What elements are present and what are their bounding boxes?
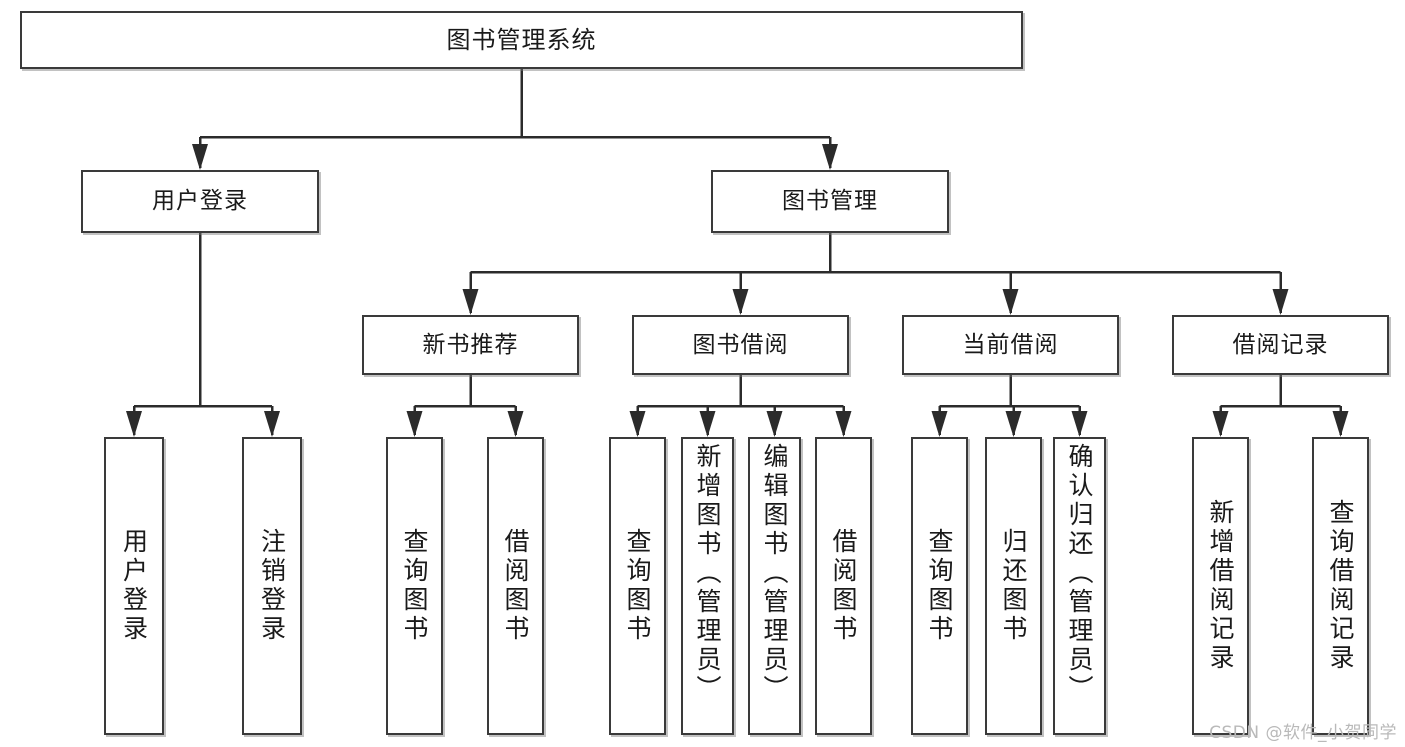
node-label: 注销登录 xyxy=(257,528,287,644)
node-label: 查询图书 xyxy=(400,528,429,644)
node-label: 查询借阅记录 xyxy=(1326,499,1355,673)
node-leaf-borrow-4: 借阅图书 xyxy=(815,437,872,735)
node-leaf-borrow-3: 编辑图书（管理员） xyxy=(748,437,801,735)
node-label: 图书管理系统 xyxy=(446,26,597,54)
node-leaf-login-1: 用户登录 xyxy=(104,437,164,735)
node-leaf-records-1: 新增借阅记录 xyxy=(1192,437,1249,735)
node-label: 归还图书 xyxy=(999,528,1028,644)
csdn-watermark: CSDN @软件_小贺同学 xyxy=(1209,723,1397,743)
node-leaf-newbook-1: 查询图书 xyxy=(386,437,443,735)
node-leaf-current-1: 查询图书 xyxy=(911,437,968,735)
node-label: 当前借阅 xyxy=(962,331,1059,358)
node-label: 查询图书 xyxy=(623,528,652,644)
node-label: 借阅图书 xyxy=(501,528,530,644)
node-label: 编辑图书（管理员） xyxy=(760,443,789,704)
node-login: 用户登录 xyxy=(81,170,319,233)
node-leaf-borrow-1: 查询图书 xyxy=(609,437,666,735)
node-borrow: 图书借阅 xyxy=(632,315,849,375)
node-leaf-current-2: 归还图书 xyxy=(985,437,1042,735)
node-label: 图书借阅 xyxy=(692,331,789,358)
node-label: 新增借阅记录 xyxy=(1206,499,1235,673)
node-label: 借阅记录 xyxy=(1232,331,1329,358)
node-label: 图书管理 xyxy=(782,188,878,215)
node-label: 借阅图书 xyxy=(829,528,858,644)
node-leaf-login-2: 注销登录 xyxy=(242,437,302,735)
node-records: 借阅记录 xyxy=(1172,315,1389,375)
node-label: 新书推荐 xyxy=(422,331,519,358)
node-current: 当前借阅 xyxy=(902,315,1119,375)
node-root: 图书管理系统 xyxy=(20,11,1023,69)
node-label: 用户登录 xyxy=(152,188,248,215)
node-label: 查询图书 xyxy=(925,528,954,644)
node-label: 用户登录 xyxy=(119,528,149,644)
node-leaf-current-3: 确认归还（管理员） xyxy=(1053,437,1106,735)
node-leaf-newbook-2: 借阅图书 xyxy=(487,437,544,735)
node-newbook: 新书推荐 xyxy=(362,315,579,375)
node-label: 确认归还（管理员） xyxy=(1065,443,1094,704)
node-label: 新增图书（管理员） xyxy=(693,443,722,704)
node-leaf-borrow-2: 新增图书（管理员） xyxy=(681,437,734,735)
node-bookmgmt: 图书管理 xyxy=(711,170,949,233)
node-leaf-records-2: 查询借阅记录 xyxy=(1312,437,1369,735)
